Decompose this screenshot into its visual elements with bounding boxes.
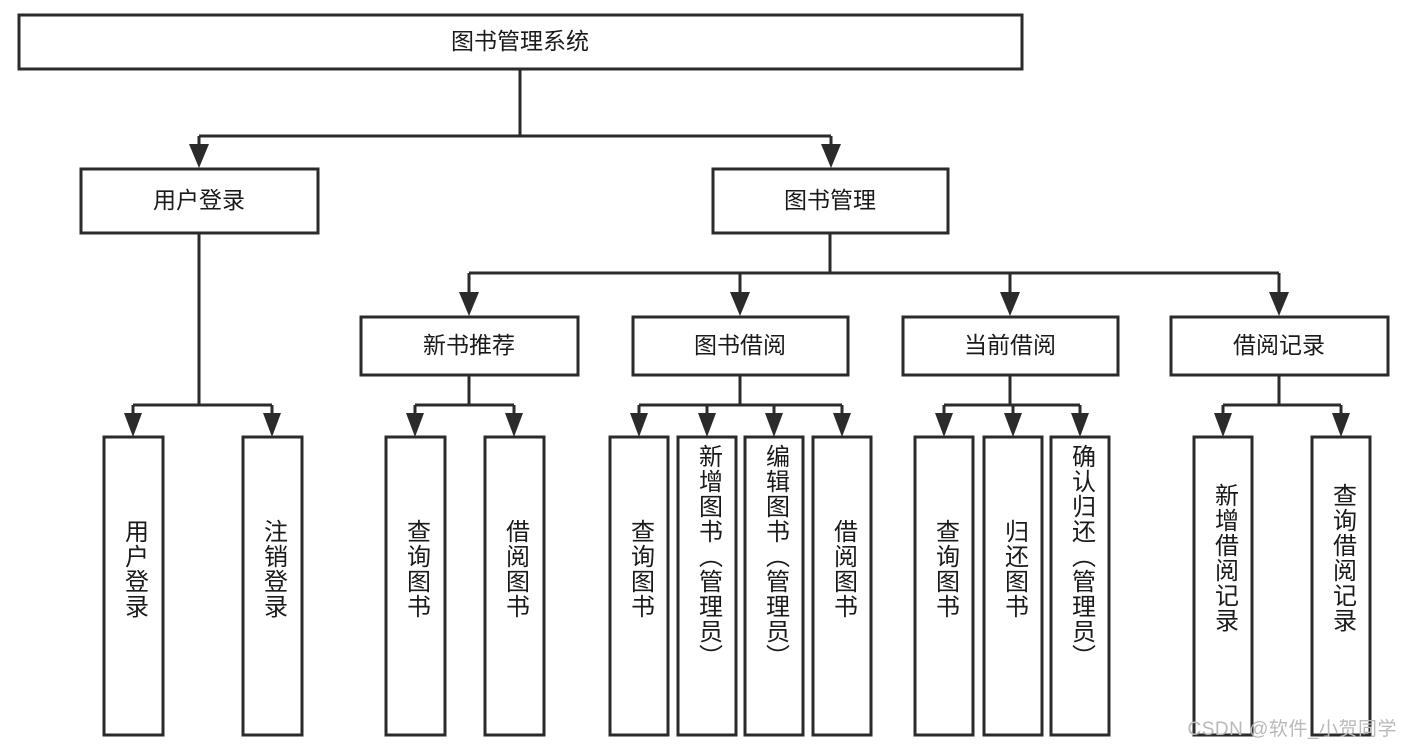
- arrow-to-book-manage: [821, 144, 841, 168]
- arrow-to-leaf-query-book-2: [630, 413, 648, 437]
- node-user-login-label: 用户登录: [153, 187, 245, 213]
- node-new-book-recommend[interactable]: 新书推荐: [359, 315, 580, 377]
- node-root[interactable]: 图书管理系统: [17, 13, 1024, 71]
- edges-layer: [131, 69, 1343, 425]
- node-leaf-add-book-box[interactable]: [676, 435, 738, 737]
- arrow-to-new-book-recommend: [459, 292, 479, 316]
- arrow-to-leaf-user-login: [124, 413, 142, 437]
- node-root-label: 图书管理系统: [451, 28, 589, 54]
- edge-book-borrow-trunk: [637, 376, 844, 425]
- nodes-layer: 图书管理系统 用户登录 图书管理 新书推荐 图书借阅: [17, 13, 1390, 737]
- arrow-to-leaf-add-book: [698, 413, 716, 437]
- node-book-borrow[interactable]: 图书借阅: [631, 315, 850, 377]
- node-leaf-query-book-1-box[interactable]: [384, 435, 447, 737]
- edge-new-book-recommend-trunk: [413, 376, 516, 425]
- arrowheads-layer: [124, 144, 1350, 437]
- node-leaf-query-record-box[interactable]: [1310, 435, 1372, 737]
- node-user-login-box[interactable]: [79, 167, 320, 235]
- arrow-to-leaf-borrow-book-2: [833, 413, 851, 437]
- node-leaf-borrow-book-1-box[interactable]: [483, 435, 546, 737]
- node-new-book-recommend-label: 新书推荐: [423, 332, 515, 358]
- node-leaf-confirm-return-box[interactable]: [1049, 435, 1111, 737]
- node-book-borrow-box[interactable]: [631, 315, 850, 377]
- arrow-to-borrow-record: [1269, 292, 1289, 316]
- arrow-to-leaf-borrow-book-1: [505, 413, 523, 437]
- node-leaf-edit-book-box[interactable]: [743, 435, 805, 737]
- node-borrow-record[interactable]: 借阅记录: [1169, 315, 1390, 377]
- edge-user-login-trunk: [131, 233, 274, 425]
- node-new-book-recommend-box[interactable]: [359, 315, 580, 377]
- arrow-to-leaf-return-book: [1004, 413, 1022, 437]
- arrow-to-leaf-query-book-1: [406, 413, 424, 437]
- node-book-borrow-label: 图书借阅: [694, 332, 786, 358]
- node-root-box[interactable]: [17, 13, 1024, 71]
- node-current-borrow[interactable]: 当前借阅: [901, 315, 1120, 377]
- edge-borrow-record-trunk: [1221, 376, 1343, 425]
- arrow-to-leaf-query-book-3: [935, 413, 953, 437]
- node-leaf-query-book-2-box[interactable]: [608, 435, 670, 737]
- arrow-to-book-borrow: [730, 292, 750, 316]
- node-book-manage[interactable]: 图书管理: [711, 167, 950, 235]
- arrow-to-leaf-query-record: [1332, 413, 1350, 437]
- node-leaf-return-book-box[interactable]: [982, 435, 1044, 737]
- node-leaf-logout-login-box[interactable]: [241, 435, 304, 737]
- arrow-to-leaf-logout-login: [263, 413, 281, 437]
- arrow-to-leaf-add-record: [1214, 413, 1232, 437]
- node-leaf-user-login-box[interactable]: [102, 435, 165, 737]
- node-current-borrow-box[interactable]: [901, 315, 1120, 377]
- arrow-to-current-borrow: [1000, 292, 1020, 316]
- node-leaf-borrow-book-2-box[interactable]: [811, 435, 873, 737]
- node-book-manage-box[interactable]: [711, 167, 950, 235]
- node-leaf-query-book-3-box[interactable]: [913, 435, 975, 737]
- node-borrow-record-label: 借阅记录: [1233, 332, 1325, 358]
- node-leaf-add-record-box[interactable]: [1192, 435, 1254, 737]
- leaf-boxes-layer: [102, 435, 1372, 737]
- node-user-login[interactable]: 用户登录: [79, 167, 320, 235]
- node-current-borrow-label: 当前借阅: [964, 332, 1056, 358]
- node-borrow-record-box[interactable]: [1169, 315, 1390, 377]
- arrow-to-user-login: [189, 144, 209, 168]
- edge-book-manage-trunk: [467, 233, 1281, 293]
- arrow-to-leaf-edit-book: [765, 413, 783, 437]
- edge-root-trunk: [197, 69, 833, 156]
- node-book-manage-label: 图书管理: [784, 187, 876, 213]
- arrow-to-leaf-confirm-return: [1071, 413, 1089, 437]
